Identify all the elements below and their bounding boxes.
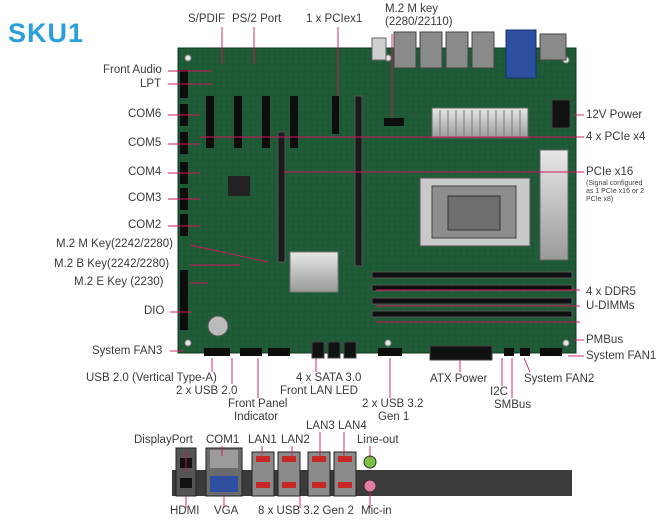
label-com1: COM1 xyxy=(206,434,240,446)
label-ps2-port: PS/2 Port xyxy=(232,13,282,25)
label-smbus: SMBus xyxy=(494,399,532,411)
label-usb20-vertical: USB 2.0 (Vertical Type-A) xyxy=(86,372,217,384)
label-pciex1: 1 x PCIex1 xyxy=(306,13,363,25)
label-mic-in: Mic-in xyxy=(361,505,392,517)
label-2x-usb32-front: 2 x USB 3.2 xyxy=(362,398,424,410)
label-8x-usb32-gen2: 8 x USB 3.2 Gen 2 xyxy=(258,505,354,517)
label-pcie-x16-note-2: as 1 PCIe x16 or 2 xyxy=(586,188,644,195)
callout-lines xyxy=(168,27,584,398)
atx-power-connector xyxy=(429,345,493,361)
label-2x-usb20: 2 x USB 2.0 xyxy=(176,385,238,397)
label-pcie-x16-note-1: (Signal configured xyxy=(586,180,643,187)
pcie-x16-slot-b xyxy=(354,95,363,267)
rear-io-top xyxy=(371,29,567,79)
label-front-audio: Front Audio xyxy=(103,64,162,76)
label-com4: COM4 xyxy=(128,166,162,178)
label-dio: DIO xyxy=(144,305,165,317)
label-4x-pcie-x4: 4 x PCIe x4 xyxy=(586,131,646,143)
label-pmbus: PMBus xyxy=(586,334,624,346)
label-4x-ddr5: 4 x DDR5 xyxy=(586,286,636,298)
label-displayport: DisplayPort xyxy=(134,434,193,446)
label-lan3-lan4: LAN3 LAN4 xyxy=(306,420,367,432)
label-system-fan3: System FAN3 xyxy=(92,345,163,357)
label-com6: COM6 xyxy=(128,108,162,120)
label-m2-m-key-top: M.2 M key xyxy=(385,3,439,15)
label-front-lan-led: Front LAN LED xyxy=(280,385,358,397)
12v-power-connector xyxy=(551,99,571,129)
label-pcie-x16-note-3: PCIe x8) xyxy=(586,196,614,203)
bottom-headers xyxy=(204,348,562,356)
m2-slot-top xyxy=(384,118,404,126)
label-m2-b-key: M.2 B Key(2242/2280) xyxy=(54,258,170,270)
label-com3: COM3 xyxy=(128,192,162,204)
label-usb32-gen1: Gen 1 xyxy=(378,411,410,423)
super-io-chip xyxy=(228,176,250,196)
label-pcie-x16: PCIe x16 xyxy=(586,166,634,178)
label-hdmi: HDMI xyxy=(170,505,200,517)
rear-io-callouts xyxy=(185,432,371,508)
label-line-out: Line-out xyxy=(357,434,399,446)
sata-connectors xyxy=(311,341,357,359)
label-m2-e-key: M.2 E Key (2230) xyxy=(74,276,164,288)
chipset-heatsink xyxy=(289,251,339,293)
label-sata: 4 x SATA 3.0 xyxy=(296,372,362,384)
label-lan1: LAN1 xyxy=(248,434,277,446)
label-lpt: LPT xyxy=(140,78,162,90)
left-headers xyxy=(180,70,188,330)
label-lan2: LAN2 xyxy=(281,434,310,446)
label-com5: COM5 xyxy=(128,137,162,149)
label-i2c: I2C xyxy=(490,386,508,398)
cmos-battery xyxy=(207,315,229,337)
label-vga: VGA xyxy=(214,505,239,517)
label-system-fan2: System FAN2 xyxy=(524,373,595,385)
pcie-x4-slots xyxy=(206,96,298,148)
label-m2-m-key-top-size: (2280/22110) xyxy=(385,16,453,28)
label-udimms: U-DIMMs xyxy=(586,300,635,312)
pcie-x1-slot xyxy=(332,96,339,134)
label-atx-power: ATX Power xyxy=(430,373,488,385)
sku-title: SKU1 xyxy=(8,18,85,48)
label-m2-m-key-left: M.2 M Key(2242/2280) xyxy=(56,238,173,250)
label-spdif: S/PDIF xyxy=(188,13,226,25)
dimm-slots xyxy=(371,271,573,318)
vrm-heatsink-right xyxy=(539,149,569,261)
label-front-panel-indicator: Indicator xyxy=(234,411,279,423)
label-com2: COM2 xyxy=(128,219,162,231)
label-front-panel: Front Panel xyxy=(228,398,288,410)
pcie-x16-slot-a xyxy=(277,131,286,263)
label-12v-power: 12V Power xyxy=(586,109,643,121)
label-system-fan1: System FAN1 xyxy=(586,350,657,362)
